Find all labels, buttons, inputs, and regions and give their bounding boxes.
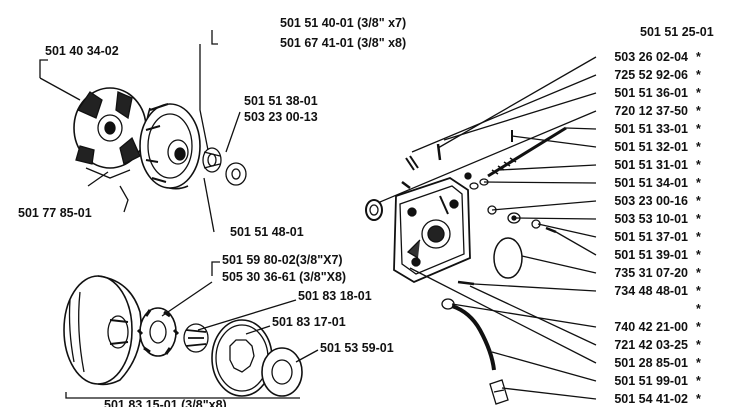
drum-label-2: 501 67 41-01 (3/8" x8)	[280, 36, 407, 50]
clutch-bottom-label: 501 51 48-01	[230, 225, 304, 239]
oil-pump-part-label: 501 51 37-01	[614, 230, 688, 244]
oil-pump-part-asterisk: *	[696, 230, 701, 244]
oil-pump-part-label: 721 42 03-25	[614, 338, 688, 352]
oil-pump-part-asterisk: *	[696, 284, 701, 298]
oil-pump-part-label: 501 51 99-01	[614, 374, 688, 388]
oil-pump-part-asterisk: *	[696, 122, 701, 136]
oil-pump-part-asterisk: *	[696, 68, 701, 82]
screws-drawing	[401, 143, 442, 189]
spring-label: 501 77 85-01	[18, 206, 92, 220]
oil-pump-part-label: 501 28 85-01	[614, 356, 688, 370]
rim-plate-drawing	[211, 319, 273, 397]
seal-ring-drawing	[365, 199, 383, 221]
oil-pump-part-label: 720 12 37-50	[614, 104, 688, 118]
oil-pump-header-label: 501 51 25-01	[640, 25, 714, 39]
drum-label-1: 501 51 40-01 (3/8" x7)	[280, 16, 407, 30]
oil-pump-part-asterisk: *	[696, 266, 701, 280]
rim-bearing-drawing	[183, 323, 209, 353]
oil-pump-part-asterisk: *	[696, 374, 701, 388]
rim-washer-label: 501 53 59-01	[320, 341, 394, 355]
oil-pump-part-label: 503 26 02-04	[614, 50, 688, 64]
oil-pump-part-label: 740 42 21-00	[614, 320, 688, 334]
oil-pump-part-label: 501 51 33-01	[614, 122, 688, 136]
oil-pump-part-label: 735 31 07-20	[614, 266, 688, 280]
rim-label-1: 501 59 80-02(3/8"X7)	[222, 253, 343, 267]
oil-pump-part-asterisk: *	[696, 158, 701, 172]
oil-pump-part-label: 503 53 10-01	[614, 212, 688, 226]
clutch-label: 501 40 34-02	[45, 44, 119, 58]
oil-pump-part-label: 501 51 34-01	[614, 176, 688, 190]
o-ring-drawing	[493, 237, 523, 279]
oil-pump-part-asterisk: *	[696, 194, 701, 208]
oil-pump-part-label: 503 23 00-16	[614, 194, 688, 208]
oil-pump-part-asterisk: *	[696, 104, 701, 118]
oil-pump-part-asterisk: *	[696, 140, 701, 154]
rim-bottom-label: 501 83 15-01 (3/8"x8)	[104, 398, 227, 407]
oil-pump-part-label: 501 51 32-01	[614, 140, 688, 154]
oil-pump-part-asterisk: *	[696, 320, 701, 334]
oil-pump-part-asterisk: *	[696, 248, 701, 262]
oil-pump-part-label: 725 52 92-06	[614, 68, 688, 82]
needle-bearing-drawing	[202, 147, 222, 173]
oil-pump-part-asterisk: *	[696, 86, 701, 100]
clutch-shoe-drawing	[73, 87, 147, 179]
pump-plunger-drawing	[464, 126, 567, 190]
oil-pump-part-asterisk: *	[696, 212, 701, 226]
washer-drawing	[225, 162, 247, 186]
oil-pump-part-asterisk: *	[696, 302, 701, 316]
bearing-label: 501 51 38-01	[244, 94, 318, 108]
oil-pump-part-label: 501 51 31-01	[614, 158, 688, 172]
rim-sprocket-drawing	[136, 307, 180, 357]
clutch-drum-drawing	[139, 103, 201, 190]
oil-pump-part-label: 501 51 36-01	[614, 86, 688, 100]
oil-pump-housing-drawing	[393, 177, 471, 284]
oil-pump-part-asterisk: *	[696, 176, 701, 190]
oil-pump-part-label: 501 54 41-02	[614, 392, 688, 406]
rim-drum-drawing	[63, 275, 142, 386]
oil-pump-part-label: 734 48 48-01	[614, 284, 688, 298]
oil-hose-drawing	[441, 280, 509, 405]
washer-label: 503 23 00-13	[244, 110, 318, 124]
rim-plate-label: 501 83 17-01	[272, 315, 346, 329]
oil-pump-part-asterisk: *	[696, 392, 701, 406]
rim-label-2: 505 30 36-61 (3/8"X8)	[222, 270, 347, 284]
oil-pump-part-label: 501 51 39-01	[614, 248, 688, 262]
oil-pump-part-asterisk: *	[696, 50, 701, 64]
oil-pump-part-asterisk: *	[696, 356, 701, 370]
rim-washer-drawing	[261, 347, 303, 397]
oil-pump-part-asterisk: *	[696, 338, 701, 352]
rim-bearing-label: 501 83 18-01	[298, 289, 372, 303]
